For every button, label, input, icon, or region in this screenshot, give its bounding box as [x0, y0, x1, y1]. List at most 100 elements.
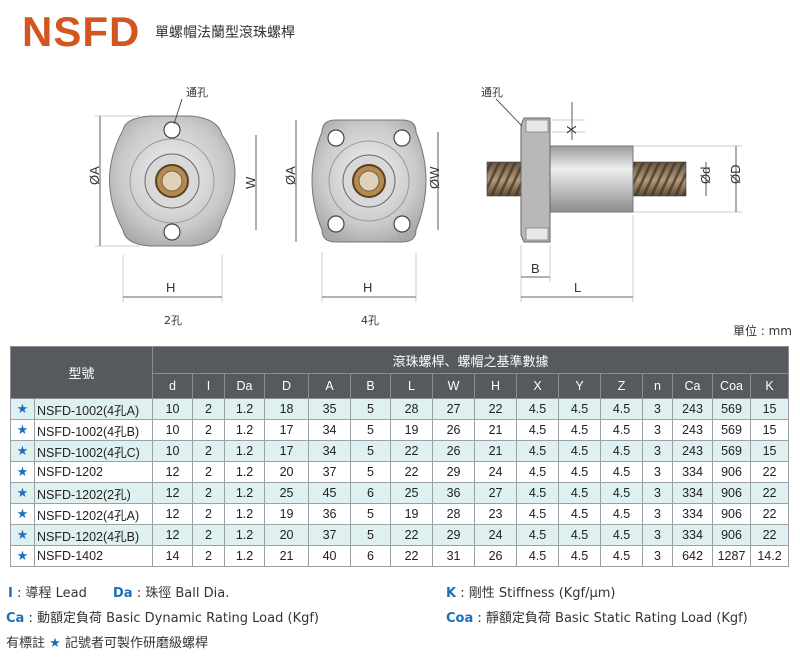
legend-Da: Da : 珠徑 Ball Dia. — [113, 582, 229, 601]
value-cell: 3 — [642, 524, 674, 546]
col-header: d — [152, 373, 194, 399]
star-icon: ★ — [10, 398, 35, 420]
unit-label: 單位 : mm — [732, 324, 792, 338]
value-cell: 23 — [474, 503, 518, 525]
technical-drawings: 通孔 ØA W H ØA ØW — [0, 80, 800, 330]
value-cell: 26 — [474, 545, 518, 567]
value-cell: 4.5 — [558, 503, 602, 525]
value-cell: 6 — [350, 482, 392, 504]
value-cell: 15 — [750, 398, 790, 420]
value-cell: 4.5 — [516, 524, 560, 546]
value-cell: 45 — [308, 482, 352, 504]
value-cell: 4.5 — [558, 398, 602, 420]
legend-text-Da: : 珠徑 Ball Dia. — [136, 586, 230, 601]
drawing-4hole: ØA ØW H — [283, 119, 442, 302]
star-icon: ★ — [10, 503, 35, 525]
value-cell: 4.5 — [516, 398, 560, 420]
star-icon: ★ — [10, 440, 35, 462]
value-cell: 20 — [264, 461, 310, 483]
value-cell: 12 — [152, 461, 194, 483]
value-cell: 3 — [642, 398, 674, 420]
value-cell: 21 — [264, 545, 310, 567]
value-cell: 15 — [750, 419, 790, 441]
value-cell: 906 — [712, 503, 752, 525]
legend-text-K: : 剛性 Stiffness (Kgf/μm) — [460, 586, 616, 601]
col-header: L — [390, 373, 434, 399]
value-cell: 569 — [712, 419, 752, 441]
star-icon: ★ — [10, 482, 35, 504]
callout-hole-1: 通孔 — [186, 86, 208, 99]
value-cell: 334 — [672, 482, 714, 504]
value-cell: 243 — [672, 398, 714, 420]
value-cell: 1.2 — [224, 524, 266, 546]
product-subtitle: 單螺帽法蘭型滾珠螺桿 — [155, 25, 295, 41]
model-cell: NSFD-1202(4孔A) — [33, 503, 154, 525]
value-cell: 642 — [672, 545, 714, 567]
value-cell: 20 — [264, 524, 310, 546]
star-icon: ★ — [10, 461, 35, 483]
model-cell: NSFD-1002(4孔C) — [33, 440, 154, 462]
legend-note: 有標註 ★ 記號者可製作研磨級螺桿 — [6, 632, 208, 651]
drawing-side-view: 通孔 X Ød ØD B L — [481, 86, 743, 302]
value-cell: 10 — [152, 398, 194, 420]
value-cell: 27 — [474, 482, 518, 504]
value-cell: 569 — [712, 398, 752, 420]
value-cell: 22 — [390, 461, 434, 483]
value-cell: 4.5 — [600, 503, 644, 525]
value-cell: 17 — [264, 419, 310, 441]
value-cell: 19 — [390, 419, 434, 441]
value-cell: 4.5 — [600, 419, 644, 441]
drawings-svg: 通孔 ØA W H ØA ØW — [87, 86, 743, 302]
value-cell: 3 — [642, 461, 674, 483]
value-cell: 22 — [390, 440, 434, 462]
value-cell: 12 — [152, 524, 194, 546]
value-cell: 3 — [642, 503, 674, 525]
value-cell: 4.5 — [558, 524, 602, 546]
value-cell: 12 — [152, 482, 194, 504]
value-cell: 4.5 — [516, 503, 560, 525]
value-cell: 1.2 — [224, 482, 266, 504]
value-cell: 26 — [432, 419, 476, 441]
col-header: I — [192, 373, 226, 399]
caption-2hole: 2孔 — [164, 314, 182, 327]
value-cell: 5 — [350, 503, 392, 525]
value-cell: 906 — [712, 524, 752, 546]
value-cell: 22 — [474, 398, 518, 420]
value-cell: 1.2 — [224, 503, 266, 525]
value-cell: 2 — [192, 398, 226, 420]
value-cell: 1.2 — [224, 545, 266, 567]
value-cell: 24 — [474, 461, 518, 483]
value-cell: 4.5 — [558, 440, 602, 462]
legend-Coa: Coa : 靜額定負荷 Basic Static Rating Load (Kg… — [446, 607, 748, 626]
value-cell: 36 — [308, 503, 352, 525]
value-cell: 31 — [432, 545, 476, 567]
value-cell: 15 — [750, 440, 790, 462]
value-cell: 2 — [192, 482, 226, 504]
value-cell: 14.2 — [750, 545, 790, 567]
dim-H-1: H — [166, 280, 175, 295]
dim-W-2: ØW — [427, 166, 442, 189]
value-cell: 906 — [712, 482, 752, 504]
star-icon: ★ — [10, 545, 35, 567]
model-cell: NSFD-1202(2孔) — [33, 482, 154, 504]
value-cell: 4.5 — [600, 524, 644, 546]
column-header-row: d I Da D A B L W H X Y Z n Ca Coa K — [11, 373, 790, 399]
value-cell: 34 — [308, 440, 352, 462]
value-cell: 4.5 — [558, 419, 602, 441]
value-cell: 2 — [192, 461, 226, 483]
col-header: H — [474, 373, 518, 399]
value-cell: 29 — [432, 461, 476, 483]
value-cell: 2 — [192, 440, 226, 462]
col-header: Ca — [672, 373, 714, 399]
model-cell: NSFD-1002(4孔B) — [33, 419, 154, 441]
value-cell: 334 — [672, 461, 714, 483]
drawing-2hole: 通孔 ØA W H — [87, 86, 258, 302]
value-cell: 18 — [264, 398, 310, 420]
value-cell: 27 — [432, 398, 476, 420]
value-cell: 2 — [192, 545, 226, 567]
value-cell: 4.5 — [516, 482, 560, 504]
value-cell: 4.5 — [558, 545, 602, 567]
